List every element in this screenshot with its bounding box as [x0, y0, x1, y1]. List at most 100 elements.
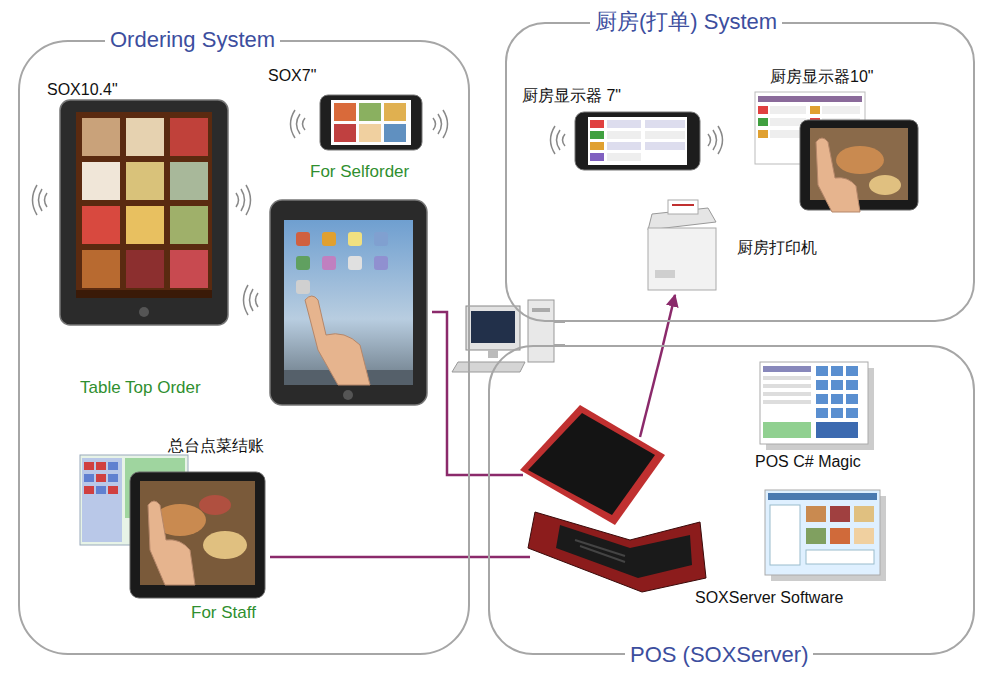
kitchen-display-7-part: [607, 142, 641, 150]
device-caption: Table Top Order: [80, 378, 201, 398]
device-group: 总台点菜结账For Staff: [76, 432, 270, 627]
kitchen-display-7-part: [575, 112, 700, 170]
server-screenshot-part: [830, 528, 850, 544]
kitchen-display-7: [575, 112, 700, 170]
kitchen-display-7-part: [590, 120, 604, 128]
server-screenshot: [765, 490, 886, 581]
server-screenshot-part: [806, 506, 826, 522]
server-screenshot-part: [854, 528, 874, 544]
server-screenshot-part: [806, 528, 826, 544]
pos-screenshot-part: [831, 380, 843, 390]
device-label: 厨房显示器10": [770, 67, 873, 86]
device: 厨房显示器 7": [518, 82, 708, 174]
wireless-signal-part: [557, 130, 561, 150]
wireless-signal-part: [713, 130, 717, 150]
staff-terminal-part: [84, 474, 94, 482]
tablet-10-part: [126, 206, 164, 244]
ipad-part: [270, 200, 427, 405]
wireless-signal-part: [39, 189, 43, 211]
kitchen-printer-part: [648, 228, 716, 290]
pos-screenshot-part: [846, 366, 858, 376]
wireless-signal-part: [45, 193, 48, 207]
ipad-part: [284, 220, 413, 385]
ipad-part: [305, 296, 370, 385]
pos-screenshot-part: [763, 392, 811, 396]
kitchen-display-7-part: [607, 120, 641, 128]
wireless-signal-part: [236, 193, 239, 207]
wireless-signal-part: [303, 118, 306, 130]
staff-terminal-part: [140, 481, 255, 585]
connector: [663, 295, 675, 345]
tablet-10: [60, 100, 228, 325]
tablet-7-part: [331, 100, 411, 145]
device-label: SOX7": [268, 66, 316, 85]
tablet-10-part: [60, 100, 228, 325]
staff-terminal-part: [82, 458, 122, 542]
pos-screenshot-part: [763, 376, 811, 380]
connector: [432, 312, 488, 475]
tablet-10-part: [82, 250, 120, 288]
wireless-signal-part: [244, 285, 249, 315]
server-screenshot-part: [768, 493, 877, 500]
kitchen-display-10-part: [758, 106, 768, 114]
ipad-part: [374, 232, 388, 246]
device-caption: For Staff: [191, 603, 256, 623]
region-title: POS (SOXServer): [625, 642, 813, 668]
staff-terminal-part: [96, 462, 106, 470]
tablet-7: [320, 95, 422, 150]
staff-terminal-part: [108, 462, 118, 470]
wireless-signal-part: [708, 134, 711, 146]
wireless-signal-part: [33, 185, 38, 215]
pos-screenshot-part: [763, 384, 811, 388]
tablet-10-part: [82, 162, 120, 200]
ipad-part: [343, 390, 353, 400]
tablet-10-part: [82, 118, 120, 156]
kitchen-printer-part: [672, 204, 694, 206]
pos-terminal-part: [528, 512, 706, 592]
region-title: Ordering System: [105, 27, 280, 53]
kitchen-display-7-part: [607, 153, 641, 161]
staff-terminal-part: [130, 472, 265, 598]
desktop-pc-part: [528, 300, 554, 362]
tablet-10-part: [139, 307, 149, 317]
kitchen-display-10-part: [869, 175, 901, 195]
software: SOXServer Software: [690, 486, 886, 611]
staff-terminal: [80, 455, 265, 598]
tablet-10-part: [76, 112, 212, 298]
kitchen-display-10-part: [770, 106, 806, 114]
pos-link-line-part: [488, 556, 530, 559]
wireless-signal-part: [563, 134, 566, 146]
network-line: [554, 322, 565, 345]
tablet-10-part: [126, 118, 164, 156]
pos-screenshot-part: [846, 408, 858, 418]
staff-terminal-part: [203, 531, 247, 559]
staff-terminal-part: [96, 474, 106, 482]
kitchen-display-7-part: [590, 131, 604, 139]
tablet-10-part: [126, 250, 164, 288]
kitchen-display-10-part: [758, 118, 768, 126]
kitchen-display-7-part: [645, 120, 685, 128]
wireless-signal-part: [246, 185, 251, 215]
staff-terminal-part: [84, 462, 94, 470]
wireless-signal-part: [551, 126, 556, 154]
kitchen-printer: [648, 200, 716, 290]
tablet-10-part: [170, 206, 208, 244]
pos-terminal-part: [580, 546, 625, 562]
server-screenshot-part: [830, 506, 850, 522]
software: POS C# Magic: [752, 358, 882, 475]
staff-terminal-part: [84, 486, 94, 494]
pos-screenshot-part: [831, 408, 843, 418]
desktop-pc-part: [488, 350, 498, 358]
pos-link-line: [488, 346, 663, 557]
kitchen-display-10: [755, 92, 918, 212]
tablet-10-part: [76, 290, 212, 298]
ipad-part: [296, 280, 310, 294]
kitchen-display-7-part: [588, 117, 687, 165]
ipad-part: [322, 232, 336, 246]
staff-terminal-part: [108, 474, 118, 482]
tablet-7-part: [384, 124, 406, 142]
pos-screenshot-part: [763, 400, 811, 404]
ipad-part: [322, 256, 336, 270]
